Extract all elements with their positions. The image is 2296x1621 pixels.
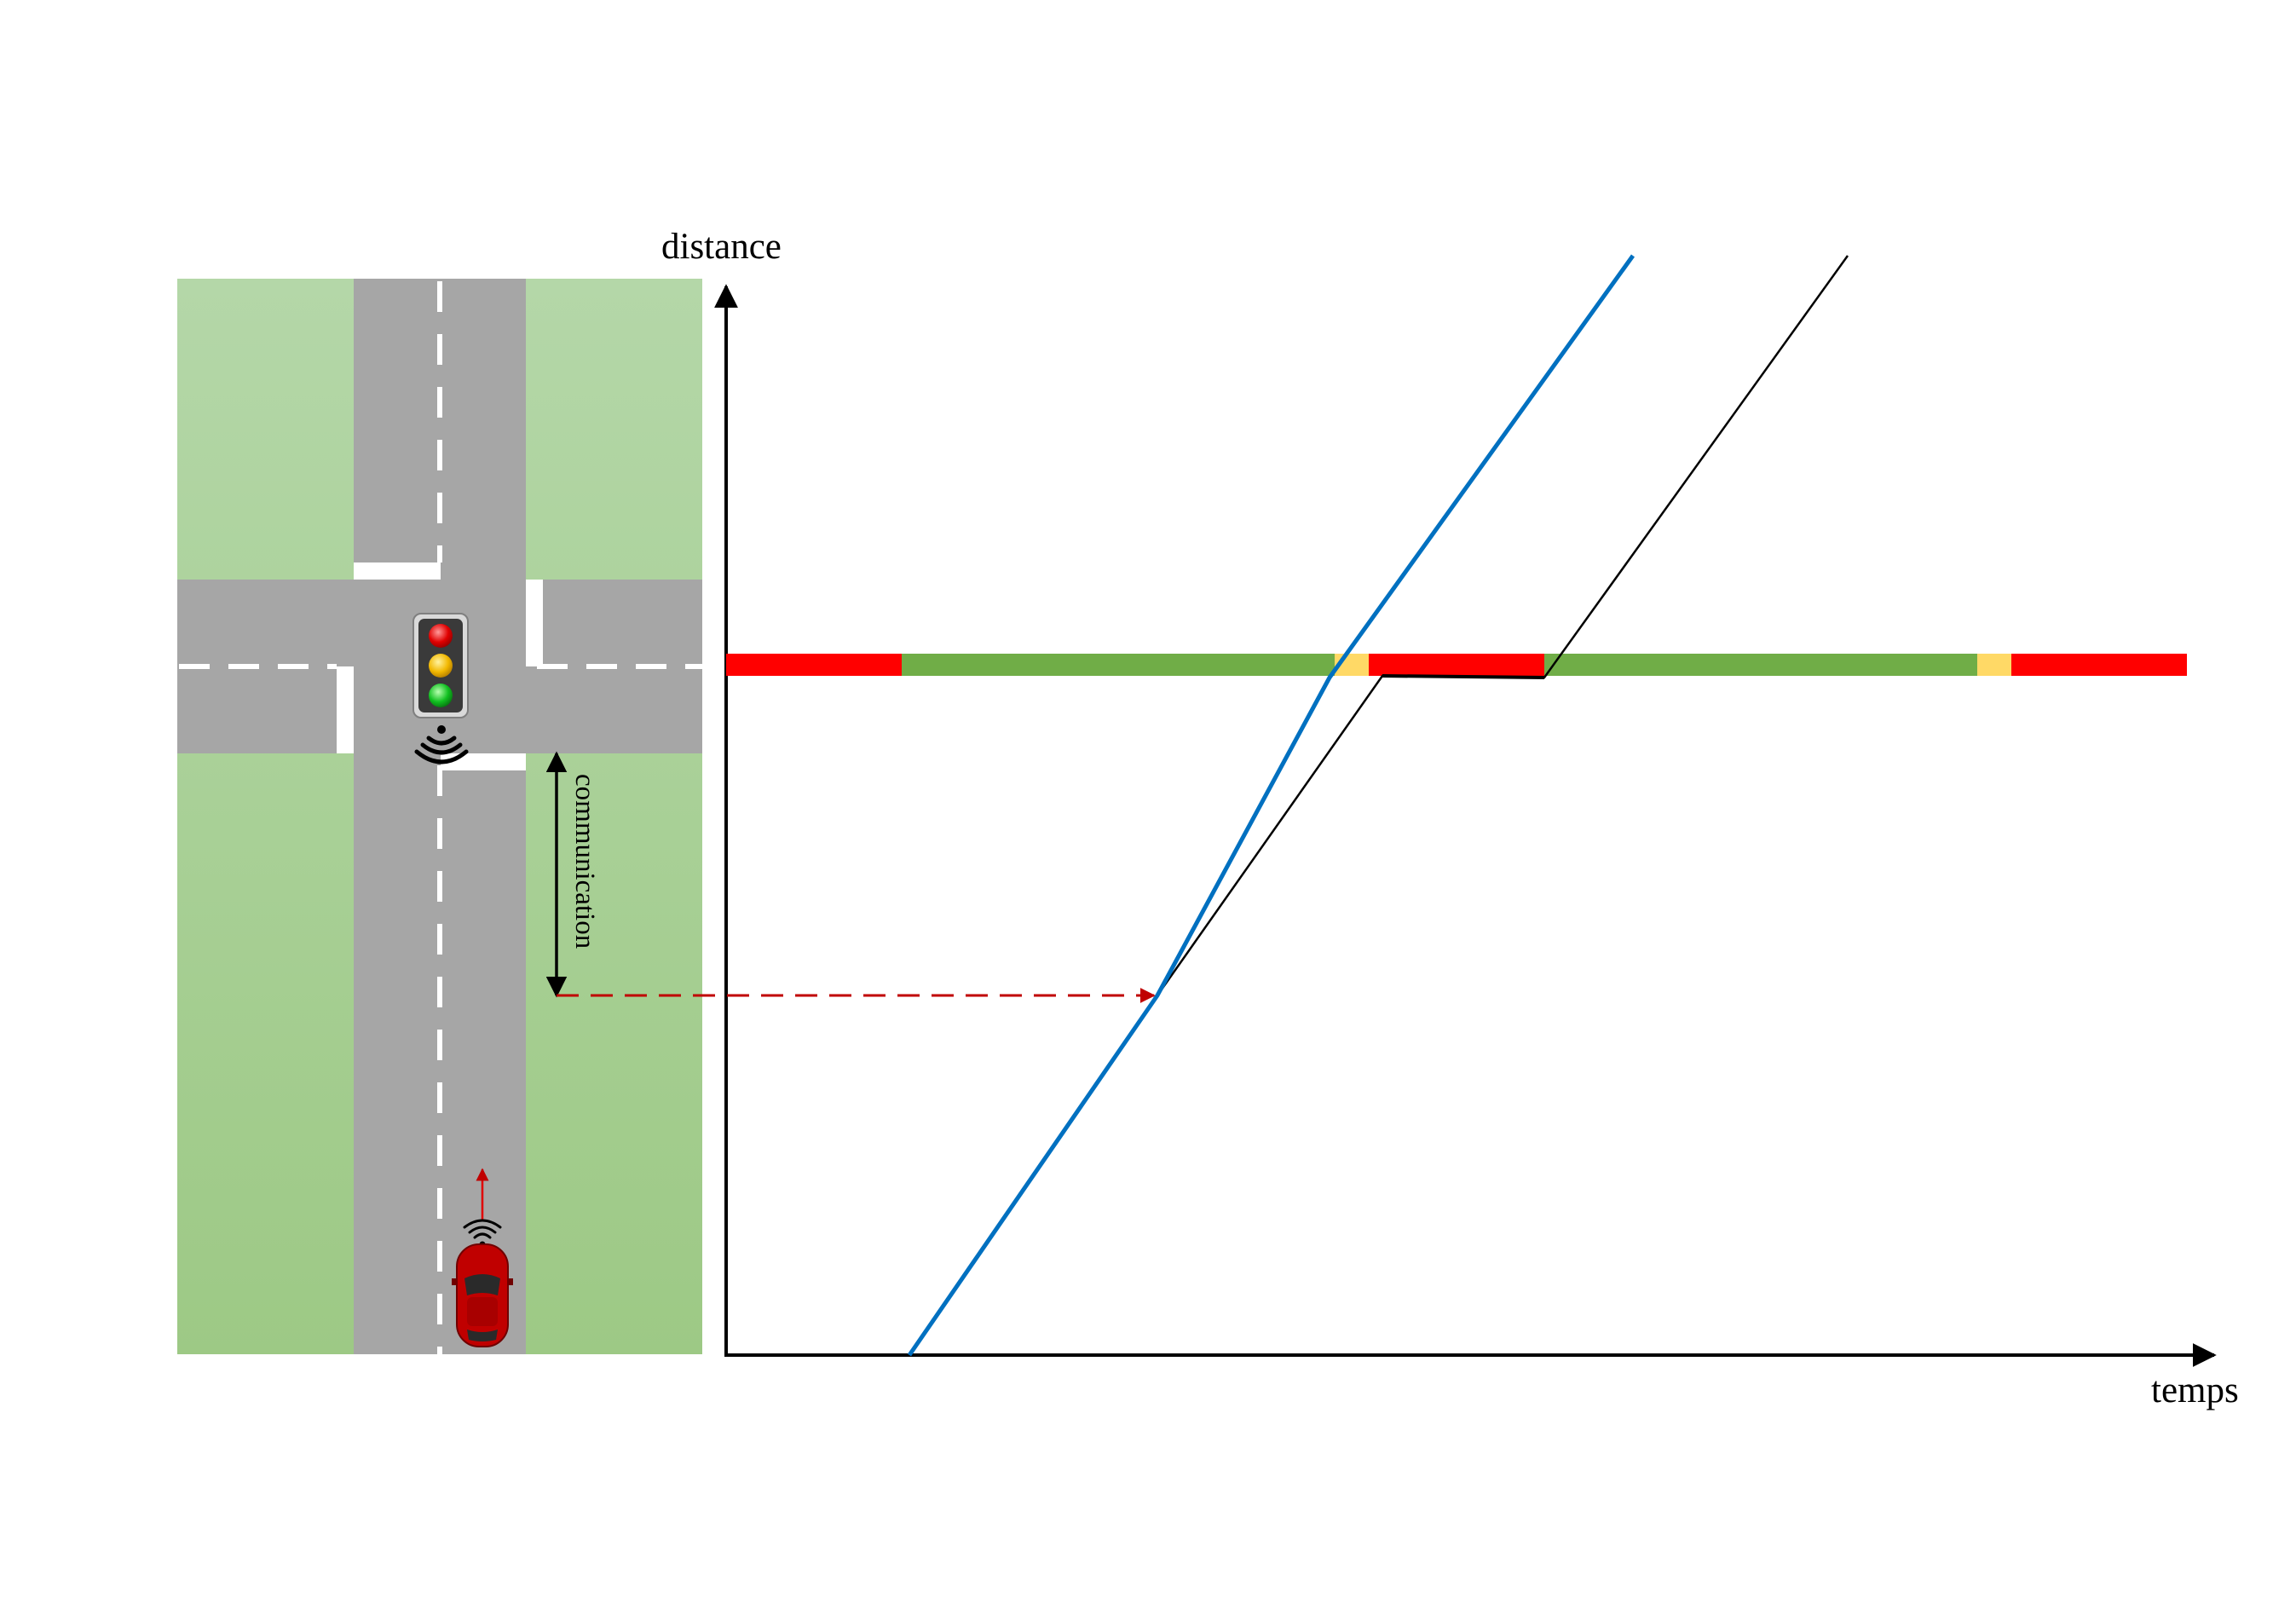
signal-phase-yellow [1977,654,2011,676]
signal-phase-red [726,654,902,676]
stop-line-west [337,666,354,753]
stop-line-south [441,753,526,770]
conventional-vehicle-trajectory [1156,255,1849,996]
signal-phase-red [2011,654,2187,676]
communication-label: communication [569,774,600,949]
signal-phase-green [902,654,1335,676]
signal-phase-red [1369,654,1544,676]
signal-phase-green [1544,654,1977,676]
stopped-segment [1382,674,1545,679]
signal-timeline [726,654,2187,676]
connected-vehicle-trajectory [907,254,1635,1357]
x-axis-label: temps [2151,1370,2239,1410]
y-axis-label: distance [661,227,782,267]
red-car-icon [452,1168,513,1347]
intersection-map: communication [177,279,702,1354]
stop-line-east [526,580,543,666]
stop-line-north [354,562,441,580]
wireless-signal-icon [414,725,469,764]
space-time-chart: distance temps [557,227,2239,1410]
traffic-light-icon [412,613,469,718]
